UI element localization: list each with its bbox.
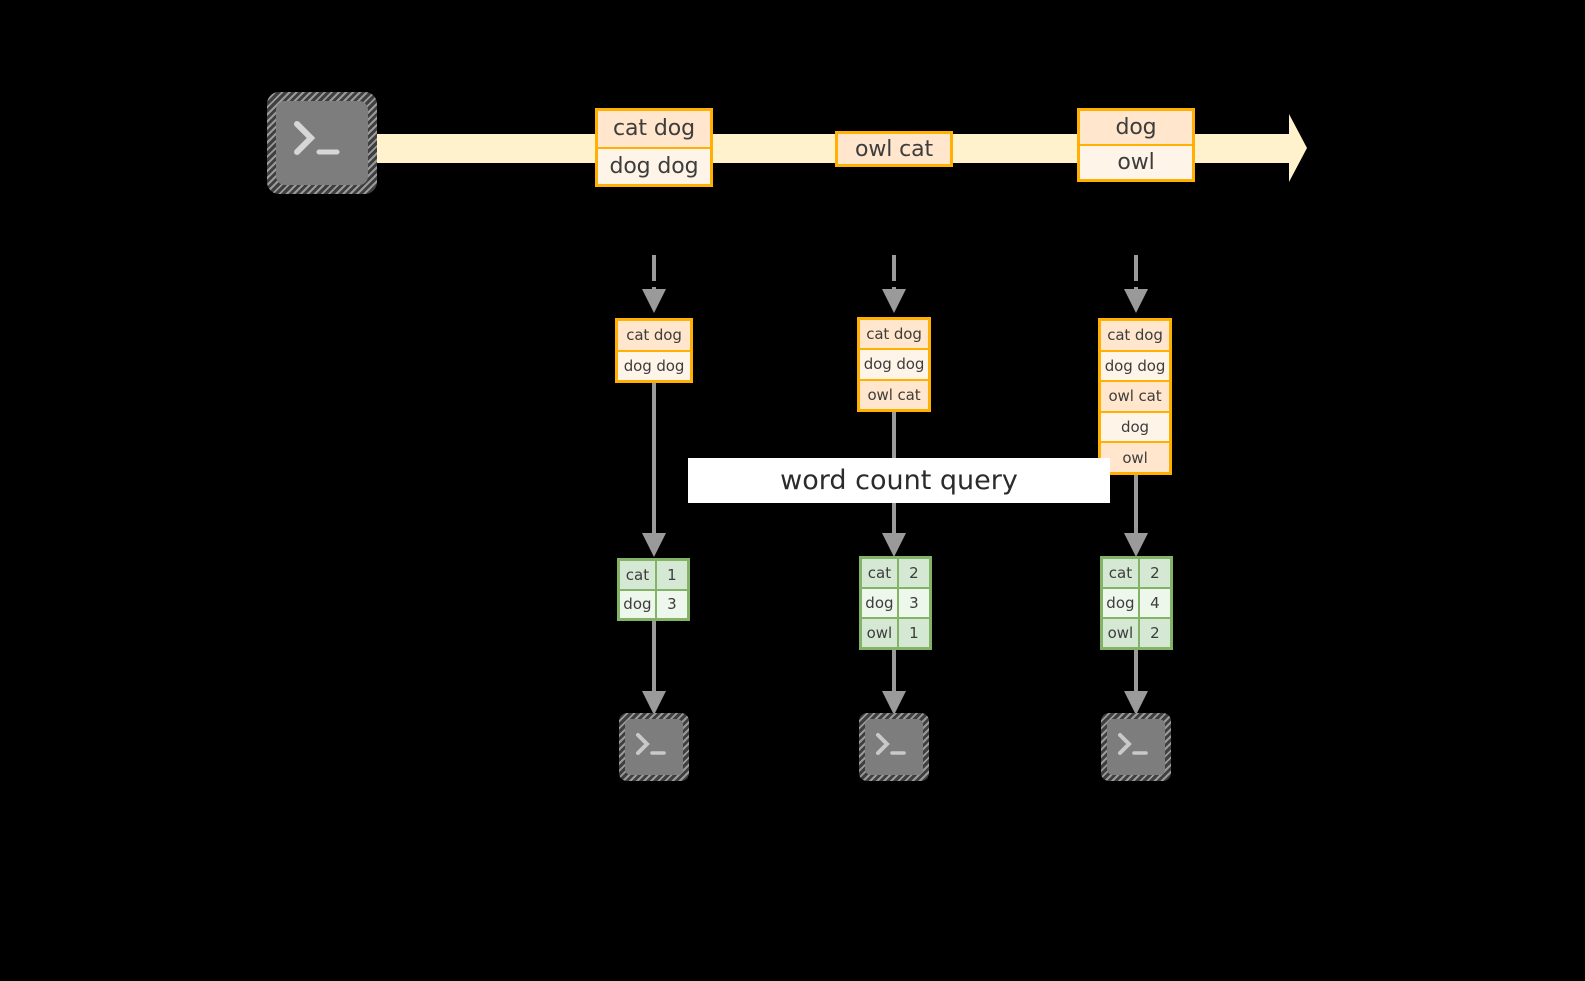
stream-record-3[interactable]: dog owl	[1077, 108, 1195, 182]
buffer-t2-line-2: dog dog	[860, 348, 928, 379]
counts-t2-word-2: dog	[862, 589, 899, 617]
stream-record-1-line-1: cat dog	[613, 116, 695, 142]
counts-t3-count-3: 2	[1150, 624, 1160, 642]
buffer-t2[interactable]: cat dog dog dog owl cat	[857, 317, 931, 412]
counts-t1[interactable]: cat 1 dog 3	[617, 558, 690, 621]
terminal-prompt-glyph	[294, 121, 340, 155]
counts-t3-word-2: dog	[1103, 589, 1140, 617]
counts-t3-count-1: 2	[1150, 564, 1160, 582]
stream-record-2-line-1: owl cat	[854, 136, 934, 162]
buffer-t3-line-1: cat dog	[1107, 326, 1163, 345]
counts-t2-count-3: 1	[909, 624, 919, 642]
terminal-prompt-glyph-2	[876, 733, 906, 755]
counts-t2-count-1: 2	[909, 564, 919, 582]
counts-t3-word-3: owl	[1103, 619, 1140, 647]
counts-t3-row-2: dog 4	[1103, 587, 1170, 617]
query-label-band: word count query	[688, 458, 1110, 503]
connector-counts-to-sink-1	[642, 621, 666, 715]
stream-record-3-line-1: dog	[1115, 115, 1157, 140]
counts-t3-count-2: 4	[1139, 589, 1170, 617]
buffer-t1-line-2: dog dog	[618, 349, 690, 380]
connector-counts-to-sink-2	[882, 650, 906, 715]
buffer-t3-line-4: dog	[1101, 410, 1169, 442]
buffer-t3[interactable]: cat dog dog dog owl cat dog owl	[1098, 318, 1172, 475]
dashed-arrow-down-icon-1	[642, 255, 666, 313]
dashed-arrow-down-icon-3	[1124, 255, 1148, 313]
buffer-t3-line-3: owl cat	[1101, 380, 1169, 411]
buffer-t1[interactable]: cat dog dog dog	[615, 318, 693, 383]
counts-t1-word-1: cat	[620, 561, 657, 589]
counts-t2-row-1: cat 2	[862, 559, 929, 587]
connector-buffer-to-counts-1	[642, 383, 666, 557]
stream-record-1[interactable]: cat dog dog dog	[595, 108, 713, 187]
counts-t1-word-2: dog	[620, 590, 657, 618]
buffer-t2-line-1: cat dog	[866, 325, 922, 344]
counts-t1-count-1: 1	[667, 565, 677, 584]
buffer-t2-line-3: owl cat	[860, 378, 928, 409]
counts-t2-row-3: owl 1	[862, 617, 929, 647]
counts-t2[interactable]: cat 2 dog 3 owl 1	[859, 556, 932, 650]
counts-t2-word-3: owl	[862, 619, 899, 647]
buffer-t1-line-1: cat dog	[626, 326, 682, 345]
counts-t1-count-2: 3	[656, 590, 687, 618]
counts-t3-row-1: cat 2	[1103, 559, 1170, 587]
counts-t3-word-1: cat	[1103, 559, 1140, 587]
counts-t1-row-2: dog 3	[620, 588, 687, 618]
counts-t3-row-3: owl 2	[1103, 617, 1170, 647]
stream-record-1-line-2: dog dog	[598, 146, 710, 184]
query-label-text: word count query	[780, 465, 1018, 496]
connector-buffer-to-counts-3	[1124, 475, 1148, 557]
counts-t2-word-1: cat	[862, 559, 899, 587]
dashed-arrow-down-icon-2	[882, 255, 906, 313]
counts-t1-row-1: cat 1	[620, 561, 687, 589]
buffer-t3-line-5: owl	[1101, 441, 1169, 472]
counts-t2-count-2: 3	[898, 589, 929, 617]
stream-record-3-line-2: owl	[1080, 144, 1192, 179]
sink-terminal-icon-1	[619, 713, 689, 781]
counts-t2-row-2: dog 3	[862, 587, 929, 617]
sink-terminal-icon-2	[859, 713, 929, 781]
terminal-prompt-glyph-1	[636, 733, 666, 755]
source-terminal-icon	[267, 92, 377, 194]
terminal-prompt-glyph-3	[1118, 733, 1148, 755]
buffer-t3-line-2: dog dog	[1101, 349, 1169, 381]
counts-t3[interactable]: cat 2 dog 4 owl 2	[1100, 556, 1173, 650]
sink-terminal-icon-3	[1101, 713, 1171, 781]
stream-record-2[interactable]: owl cat	[835, 131, 953, 167]
connector-counts-to-sink-3	[1124, 650, 1148, 715]
